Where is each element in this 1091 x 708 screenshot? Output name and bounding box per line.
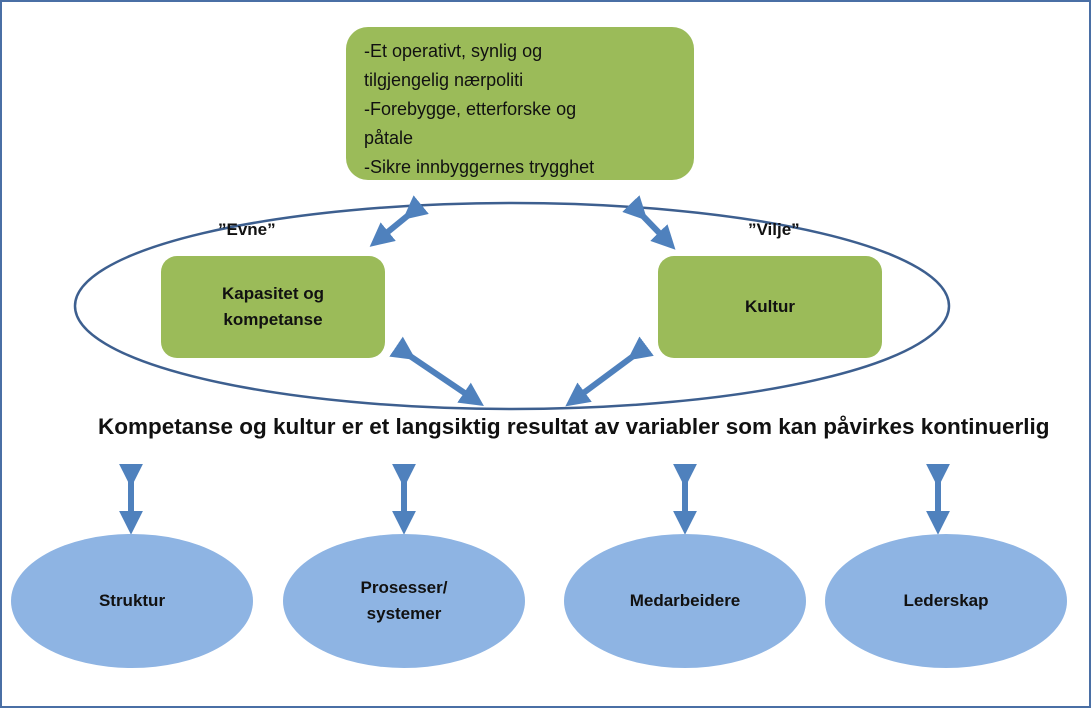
evne-label: ”Evne”: [218, 220, 276, 239]
kapasitet-label-line2: kompetanse: [223, 310, 323, 329]
arrow-goals-kapasitet: [369, 195, 429, 247]
prosesser-oval: Prosesser/ systemer: [283, 534, 525, 668]
goal-line: -Et operativt, synlig og: [364, 41, 543, 61]
arrow-kapasitet-statement: [389, 336, 484, 407]
struktur-label: Struktur: [98, 591, 166, 610]
struktur-oval: Struktur: [11, 534, 253, 668]
arrow-goals-kultur: [622, 195, 676, 250]
goal-line: -Sikre innbyggernes trygghet: [364, 157, 595, 177]
kultur-box: Kultur: [658, 256, 882, 358]
prosesser-label-line2: systemer: [366, 604, 442, 623]
lederskap-oval: Lederskap: [825, 534, 1067, 668]
prosesser-label-line1: Prosesser/: [360, 578, 448, 597]
lederskap-label: Lederskap: [903, 591, 989, 610]
goal-line: påtale: [364, 128, 414, 148]
goal-line: tilgjengelig nærpoliti: [364, 70, 524, 90]
kultur-label: Kultur: [744, 297, 796, 316]
kapasitet-box: Kapasitet og kompetanse: [161, 256, 385, 358]
arrow-kultur-statement: [565, 336, 654, 407]
medarbeidere-label: Medarbeidere: [629, 591, 741, 610]
goal-line: -Forebygge, etterforske og: [364, 99, 577, 119]
kapasitet-label-line1: Kapasitet og: [221, 284, 325, 303]
vilje-label: ”Vilje”: [748, 220, 800, 239]
goals-box: -Et operativt, synlig og tilgjengelig næ…: [346, 27, 694, 180]
medarbeidere-oval: Medarbeidere: [564, 534, 806, 668]
statement-text: Kompetanse og kultur er et langsiktig re…: [98, 414, 1050, 439]
capability-ellipse: [73, 201, 951, 411]
